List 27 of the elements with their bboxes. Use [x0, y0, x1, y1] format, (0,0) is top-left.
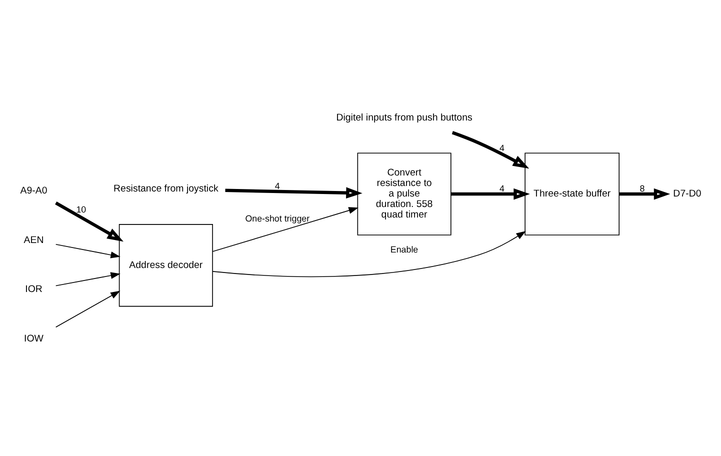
node-text: IOW [24, 333, 44, 344]
node-text: Resistance from joystick [114, 183, 218, 194]
node-text: Digitel inputs from push buttons [336, 112, 472, 123]
edge-label: 4 [499, 142, 504, 152]
arrow [619, 188, 670, 200]
arrow [55, 201, 124, 242]
node-text: D7-D0 [673, 188, 702, 200]
arrow [55, 272, 120, 286]
node-box: Convert resistance to a pulse duration. 558 quad timer [357, 152, 452, 235]
node-box: Address decoder [118, 224, 213, 306]
arrow [450, 188, 530, 200]
node-text: AEN [24, 234, 44, 246]
arrow [55, 243, 120, 258]
node-box: Three-state buffer [524, 152, 620, 235]
edge-label: 4 [499, 182, 504, 193]
arrow [225, 186, 362, 198]
arrow [55, 290, 120, 328]
edge-label: Enable [390, 244, 418, 254]
edge-label: 4 [274, 180, 280, 191]
arrow [452, 130, 530, 168]
edge-label: 10 [76, 204, 86, 214]
arrow [212, 230, 526, 277]
edge-label: One-shot trigger [245, 212, 310, 223]
node-text: A9-A0 [20, 184, 48, 196]
arrow [212, 206, 358, 252]
node-text: IOR [25, 284, 42, 295]
edge-label: 8 [640, 182, 645, 193]
